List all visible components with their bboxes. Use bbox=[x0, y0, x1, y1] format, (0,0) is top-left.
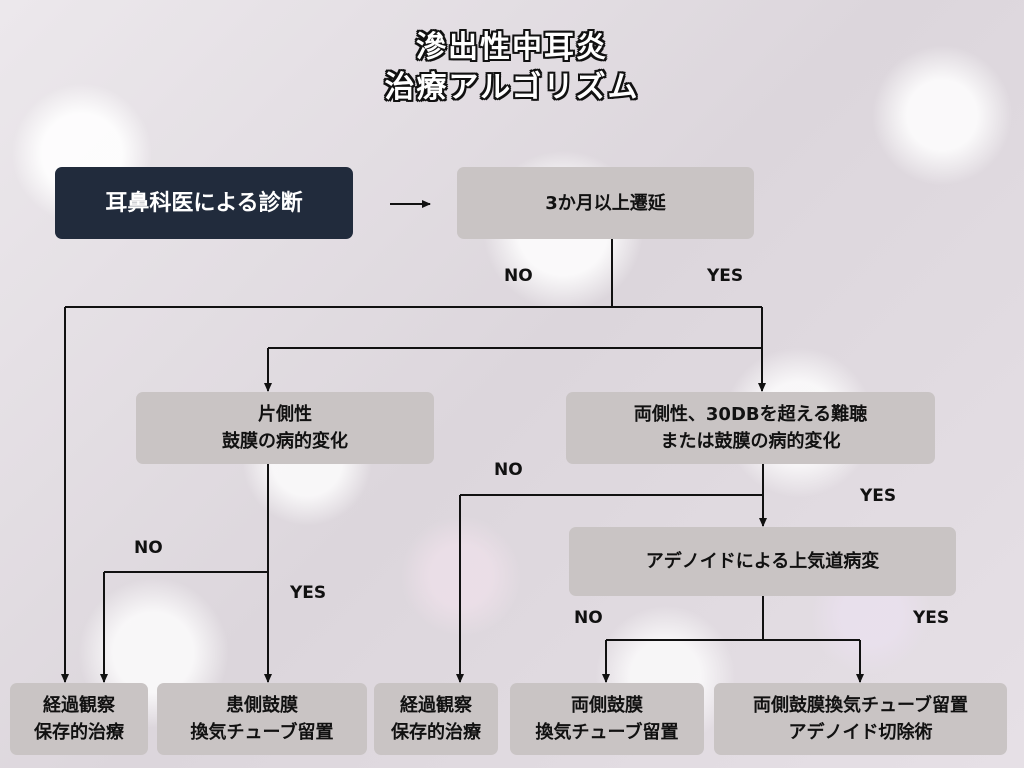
node-adenoid: アデノイドによる上気道病変 bbox=[569, 527, 956, 596]
label-no-duration: NO bbox=[504, 266, 533, 286]
node-bilateral-tube-line2: 換気チューブ留置 bbox=[535, 722, 679, 743]
label-yes-duration: YES bbox=[707, 266, 744, 286]
node-affected-tube-line2: 換気チューブ留置 bbox=[190, 722, 334, 743]
node-diagnosis-text: 耳鼻科医による診断 bbox=[105, 190, 303, 216]
node-bilateral-line1: 両側性、30DBを超える難聴 bbox=[633, 404, 868, 425]
label-no-adenoid: NO bbox=[574, 608, 603, 628]
node-diagnosis: 耳鼻科医による診断 bbox=[55, 167, 353, 239]
node-observe-1: 経過観察 保存的治療 bbox=[10, 683, 148, 755]
label-no-bilateral: NO bbox=[494, 460, 523, 480]
node-unilateral: 片側性 鼓膜の病的変化 bbox=[136, 392, 434, 464]
node-bilateral-line2: または鼓膜の病的変化 bbox=[660, 431, 841, 452]
label-yes-unilateral: YES bbox=[290, 583, 327, 603]
title-line2: 治療アルゴリズム bbox=[384, 70, 640, 105]
node-adenoid-text: アデノイドによる上気道病変 bbox=[645, 551, 880, 572]
node-observe-2: 経過観察 保存的治療 bbox=[374, 683, 498, 755]
label-yes-bilateral: YES bbox=[860, 486, 897, 506]
node-tube-adenoid-line1: 両側鼓膜換気チューブ留置 bbox=[753, 695, 968, 716]
label-yes-adenoid: YES bbox=[913, 608, 950, 628]
node-affected-tube: 患側鼓膜 換気チューブ留置 bbox=[157, 683, 367, 755]
node-observe-2-line1: 経過観察 bbox=[400, 695, 472, 716]
node-unilateral-line1: 片側性 bbox=[258, 404, 312, 425]
node-duration-text: 3か月以上遷延 bbox=[545, 192, 666, 214]
node-observe-1-line2: 保存的治療 bbox=[34, 722, 124, 743]
title-line1: 滲出性中耳炎 bbox=[416, 30, 608, 65]
node-bilateral: 両側性、30DBを超える難聴 または鼓膜の病的変化 bbox=[566, 392, 935, 464]
node-bilateral-tube-line1: 両側鼓膜 bbox=[571, 695, 643, 716]
node-tube-adenoid-line2: アデノイド切除術 bbox=[788, 722, 933, 743]
node-observe-1-line1: 経過観察 bbox=[43, 695, 115, 716]
node-affected-tube-line1: 患側鼓膜 bbox=[226, 695, 298, 716]
node-observe-2-line2: 保存的治療 bbox=[391, 722, 481, 743]
node-unilateral-line2: 鼓膜の病的変化 bbox=[222, 431, 348, 452]
node-tube-adenoid: 両側鼓膜換気チューブ留置 アデノイド切除術 bbox=[714, 683, 1007, 755]
label-no-unilateral: NO bbox=[134, 538, 163, 558]
node-duration: 3か月以上遷延 bbox=[457, 167, 754, 239]
node-bilateral-tube: 両側鼓膜 換気チューブ留置 bbox=[510, 683, 704, 755]
